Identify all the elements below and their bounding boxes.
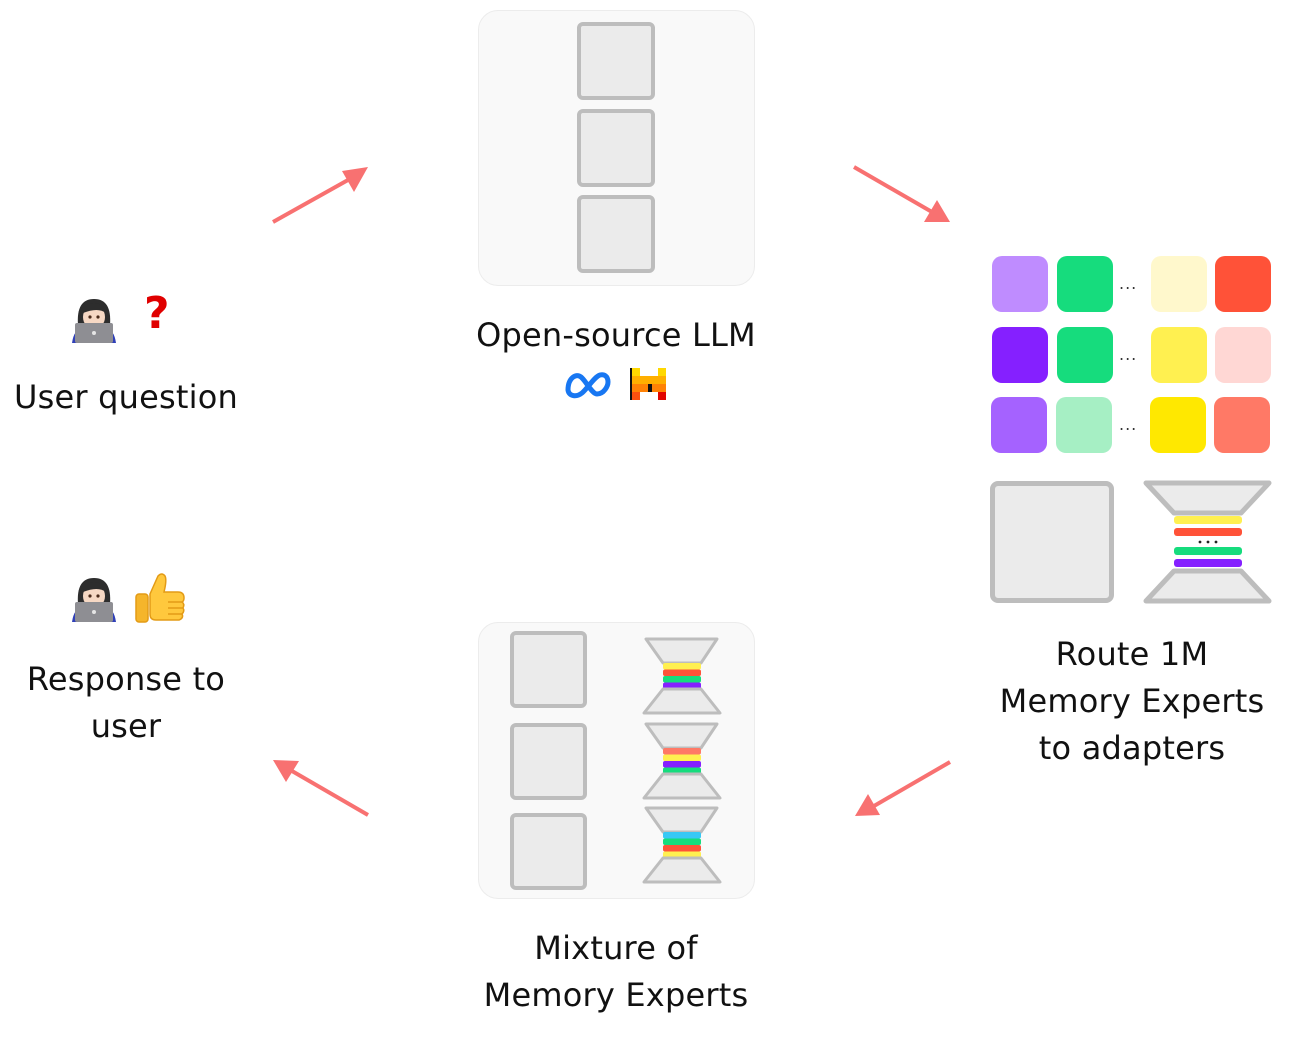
expert-tile: [1150, 397, 1206, 453]
llm-layer-box: [510, 723, 587, 800]
llm-layer-box: [510, 813, 587, 890]
expert-tile: [1215, 256, 1271, 312]
user-question-label: User question: [14, 378, 238, 416]
adapter-band: [1174, 547, 1242, 555]
expert-tile: [992, 327, 1048, 383]
thumbs-up-icon: [135, 573, 185, 623]
expert-tile: [991, 397, 1047, 453]
adapter-band: [1174, 559, 1242, 567]
llm-layer-box: [577, 195, 655, 273]
adapter-icon: [1143, 480, 1272, 604]
adapter-band: [1174, 516, 1242, 524]
meta-logo-icon: [565, 372, 611, 399]
mixture-adapter-1: [642, 637, 722, 715]
llm-layer-box: [577, 22, 655, 100]
expert-tile: [1056, 397, 1112, 453]
mixture-adapter-3: [642, 806, 722, 884]
response-label: Response to user: [26, 660, 226, 745]
mixture-adapter-2: [642, 722, 722, 800]
expert-tile: [1151, 256, 1207, 312]
expert-grid: ... ... ...: [990, 256, 1274, 456]
llm-layer-box: [990, 481, 1114, 603]
expert-tile: [992, 256, 1048, 312]
llm-layer-box: [577, 109, 655, 187]
expert-tile: [1057, 256, 1113, 312]
technologist-emoji-icon: [72, 299, 116, 343]
expert-tile: [1215, 327, 1271, 383]
mixture-label: Mixture of Memory Experts: [483, 929, 749, 1014]
ellipsis: ...: [1119, 274, 1138, 293]
ellipsis: ...: [1119, 415, 1138, 434]
llm-layer-box: [510, 631, 587, 708]
adapter-band: [1174, 528, 1242, 536]
user-question-node: ? User question: [0, 280, 252, 420]
ellipsis: ...: [1119, 345, 1138, 364]
llm-label: Open-source LLM: [476, 316, 756, 354]
expert-tile: [1151, 327, 1207, 383]
expert-tile: [1214, 397, 1270, 453]
technologist-emoji-icon: [72, 578, 116, 622]
expert-tile: [1057, 327, 1113, 383]
question-mark-icon: ?: [144, 288, 170, 339]
mistral-logo-icon: [630, 368, 666, 400]
route-experts-label: Route 1M Memory Experts to adapters: [999, 635, 1265, 767]
